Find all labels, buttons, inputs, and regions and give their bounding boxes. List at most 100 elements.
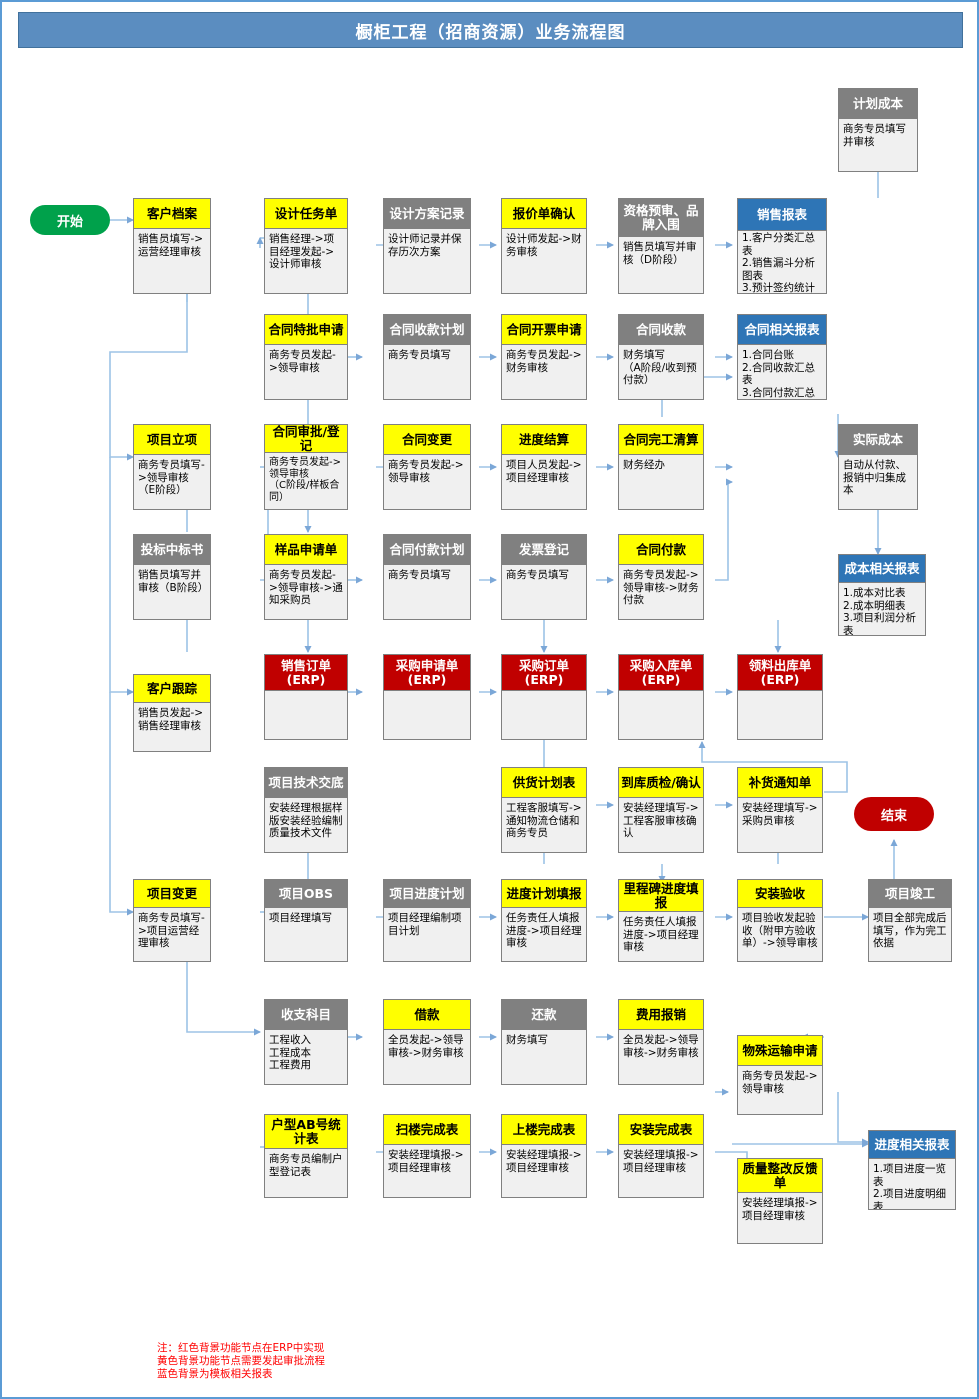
node-sales-report[interactable]: 销售报表 1.客户分类汇总表 2.销售漏斗分析图表 3.预计签约统计图表 (737, 198, 827, 294)
node-unit-ab-stat[interactable]: 户型AB号统计表 商务专员编制户型登记表 (264, 1114, 348, 1198)
node-expense-claim[interactable]: 费用报销 全员发起->领导审核->财务审核 (618, 999, 704, 1085)
node-purchase-order[interactable]: 采购订单 (ERP) (501, 654, 587, 740)
node-body (738, 691, 822, 739)
node-body: 商务专员填写 (388, 349, 451, 361)
node-body: 项目经理编制项目计划 (388, 912, 462, 937)
node-replenish-notice[interactable]: 补货通知单 安装经理填写->采购员审核 (737, 767, 823, 853)
node-title: 补货通知单 (738, 768, 822, 798)
node-title: 合同付款 (619, 535, 703, 565)
node-body: 安装经理填报->项目经理审核 (506, 1149, 582, 1174)
node-title: 合同完工清算 (619, 425, 703, 455)
start-label: 开始 (56, 214, 83, 230)
node-install-done[interactable]: 安装完成表 安装经理填报->项目经理审核 (618, 1114, 704, 1198)
node-title: 还款 (502, 1000, 586, 1030)
node-quote-confirm[interactable]: 报价单确认 设计师发起->财务审核 (501, 198, 587, 294)
node-design-record[interactable]: 设计方案记录 设计师记录并保存历次方案 (383, 198, 471, 294)
node-repay[interactable]: 还款 财务填写 (501, 999, 587, 1085)
node-body: 销售经理->项目经理发起->设计师审核 (269, 233, 335, 270)
node-body: 商务专员发起->财务审核 (506, 349, 582, 374)
node-schedule-report[interactable]: 进度计划填报 任务责任人填报进度->项目经理审核 (501, 879, 587, 962)
node-material-out[interactable]: 领料出库单 (ERP) (737, 654, 823, 740)
node-body: 安装经理填写->工程客服审核确认 (623, 802, 699, 839)
node-body: 商务专员发起->领导审核 (388, 459, 464, 484)
node-title: 客户跟踪 (134, 675, 210, 703)
node-purchase-in[interactable]: 采购入库单 (ERP) (618, 654, 704, 740)
legend-note: 注：红色背景功能节点在ERP中实现 黄色背景功能节点需要发起审批流程 蓝色背景为… (157, 1342, 325, 1380)
node-body: 商务专员编制户型登记表 (269, 1153, 343, 1178)
node-invoice-apply[interactable]: 合同开票申请 商务专员发起->财务审核 (501, 314, 587, 400)
node-title: 进度结算 (502, 425, 586, 455)
node-title: 到库质检/确认 (619, 768, 703, 798)
node-title: 合同审批/登记 (265, 424, 347, 453)
node-title: 投标中标书 (134, 535, 210, 565)
node-contract-report[interactable]: 合同相关报表 1.合同台账 2.合同收款汇总表 3.合同付款汇总表 (737, 314, 827, 400)
node-contract-change[interactable]: 合同变更 商务专员发起->领导审核 (383, 424, 471, 510)
start-terminator: 开始 (30, 205, 110, 235)
node-quality-fix[interactable]: 质量整改反馈单 安装经理填报->项目经理审核 (737, 1158, 823, 1244)
node-body: 商务专员发起->领导审核->通知采购员 (269, 569, 343, 606)
node-milestone-report[interactable]: 里程碑进度填报 任务责任人填报进度->项目经理审核 (618, 879, 704, 962)
node-contract-payment[interactable]: 合同付款 商务专员发起->领导审核->财务付款 (618, 534, 704, 620)
node-title: 成本相关报表 (839, 555, 925, 583)
node-receipt-plan[interactable]: 合同收款计划 商务专员填写 (383, 314, 471, 400)
node-title: 里程碑进度填报 (619, 880, 703, 912)
node-body: 1.成本对比表 2.成本明细表 3.项目利润分析表 (843, 587, 917, 635)
node-arrival-check[interactable]: 到库质检/确认 安装经理填写->工程客服审核确认 (618, 767, 704, 853)
node-schedule-plan[interactable]: 项目进度计划 项目经理编制项目计划 (383, 879, 471, 962)
node-contract-receipt[interactable]: 合同收款 财务填写 （A阶段/收到预付款） (618, 314, 704, 400)
node-supply-plan[interactable]: 供货计划表 工程客服填写->通知物流仓储和商务专员 (501, 767, 587, 853)
node-project-complete[interactable]: 项目竣工 项目全部完成后填写，作为完工依据 (868, 879, 952, 962)
node-contract-special[interactable]: 合同特批申请 商务专员发起->领导审核 (264, 314, 348, 400)
node-project-change[interactable]: 项目变更 商务专员填写->项目运营经理审核 (133, 879, 211, 962)
node-progress-settle[interactable]: 进度结算 项目人员发起->项目经理审核 (501, 424, 587, 510)
node-income-subject[interactable]: 收支科目 工程收入 工程成本 工程费用 (264, 999, 348, 1085)
node-invoice-reg[interactable]: 发票登记 商务专员填写 (501, 534, 587, 620)
node-body: 项目人员发起->项目经理审核 (506, 459, 582, 484)
node-title: 项目进度计划 (384, 880, 470, 908)
node-special-transport[interactable]: 物殊运输申请 商务专员发起->领导审核 (737, 1035, 823, 1115)
node-title: 设计方案记录 (384, 199, 470, 229)
node-body: 商务专员填写->项目运营经理审核 (138, 912, 205, 949)
node-bid-win[interactable]: 投标中标书 销售员填写并审核（B阶段） (133, 534, 211, 620)
node-title: 合同收款 (619, 315, 703, 345)
node-body: 销售员发起->销售经理审核 (138, 707, 204, 732)
node-actual-cost[interactable]: 实际成本 自动从付款、报销中归集成本 (838, 424, 918, 510)
node-title: 销售订单 (ERP) (265, 655, 347, 691)
node-title: 样品申请单 (265, 535, 347, 565)
node-tech-brief[interactable]: 项目技术交底 安装经理根据样版安装经验编制质量技术文件 (264, 767, 348, 853)
node-prequalify[interactable]: 资格预审、品牌入围 销售员填写并审核（D阶段） (618, 198, 704, 294)
node-title: 资格预审、品牌入围 (619, 199, 703, 237)
node-body (619, 691, 703, 739)
node-progress-report[interactable]: 进度相关报表 1.项目进度一览表 2.项目进度明细表 (868, 1130, 956, 1210)
node-contract-approve[interactable]: 合同审批/登记 商务专员发起->领导审核 （C阶段/样板合同） (264, 424, 348, 510)
node-project-obs[interactable]: 项目OBS 项目经理填写 (264, 879, 348, 962)
node-scan-floor[interactable]: 扫楼完成表 安装经理填报->项目经理审核 (383, 1114, 471, 1198)
node-body: 安装经理填报->项目经理审核 (742, 1197, 818, 1222)
node-contract-final[interactable]: 合同完工清算 财务经办 (618, 424, 704, 510)
node-sample-apply[interactable]: 样品申请单 商务专员发起->领导审核->通知采购员 (264, 534, 348, 620)
node-sales-order[interactable]: 销售订单 (ERP) (264, 654, 348, 740)
node-project-setup[interactable]: 项目立项 商务专员填写->领导审核 （E阶段） (133, 424, 211, 510)
node-plan-cost[interactable]: 计划成本 商务专员填写并审核 (838, 88, 918, 172)
node-borrow[interactable]: 借款 全员发起->领导审核->财务审核 (383, 999, 471, 1085)
node-title: 项目立项 (134, 425, 210, 455)
node-purchase-req[interactable]: 采购申请单 (ERP) (383, 654, 471, 740)
end-terminator: 结束 (854, 797, 934, 831)
node-title: 计划成本 (839, 89, 917, 119)
node-up-floor[interactable]: 上楼完成表 安装经理填报->项目经理审核 (501, 1114, 587, 1198)
node-body: 安装经理填写->采购员审核 (742, 802, 818, 827)
node-design-task[interactable]: 设计任务单 销售经理->项目经理发起->设计师审核 (264, 198, 348, 294)
node-customer-track[interactable]: 客户跟踪 销售员发起->销售经理审核 (133, 674, 211, 752)
node-body: 销售员填写并审核（D阶段） (623, 241, 697, 266)
node-cost-report[interactable]: 成本相关报表 1.成本对比表 2.成本明细表 3.项目利润分析表 (838, 554, 926, 636)
node-payment-plan[interactable]: 合同付款计划 商务专员填写 (383, 534, 471, 620)
node-customer-file[interactable]: 客户档案 销售员填写->运营经理审核 (133, 198, 211, 294)
node-body: 商务专员填写并审核 (843, 123, 906, 148)
node-body: 1.客户分类汇总表 2.销售漏斗分析图表 3.预计签约统计图表 (742, 232, 816, 293)
node-title: 合同收款计划 (384, 315, 470, 345)
node-install-accept[interactable]: 安装验收 项目验收发起验收（附甲方验收单）->领导审核 (737, 879, 823, 962)
node-body: 任务责任人填报进度->项目经理审核 (506, 912, 582, 949)
node-body: 项目全部完成后填写，作为完工依据 (873, 912, 947, 949)
